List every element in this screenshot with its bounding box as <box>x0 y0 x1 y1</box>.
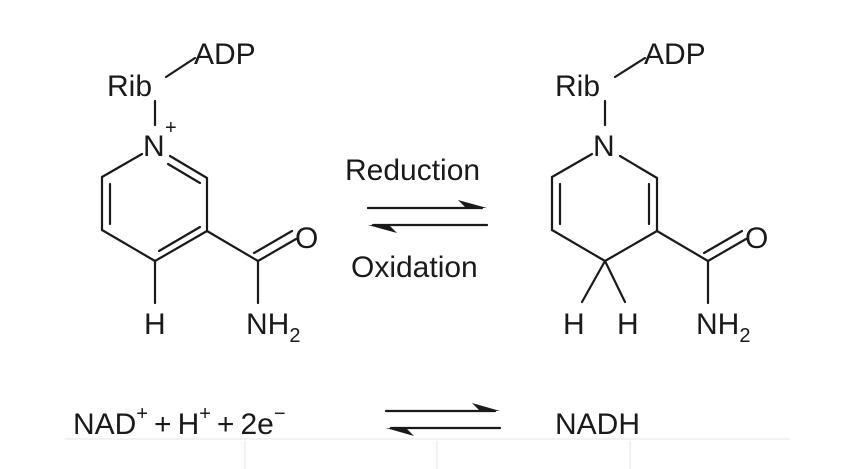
summary-equation: NAD++H++2e− NADH <box>73 403 640 441</box>
amine-label: NH2 <box>246 308 300 347</box>
nadh-structure: Rib ADP N H H O NH2 <box>550 38 768 347</box>
equation-product: NADH <box>555 408 640 441</box>
pyridinium-ring <box>100 152 209 263</box>
amine-label: NH2 <box>696 308 750 347</box>
hydrogen-label: H <box>144 308 166 341</box>
adp-label: ADP <box>644 38 706 71</box>
nad-plus-structure: Rib ADP N + H O NH2 <box>100 38 318 347</box>
adp-label: ADP <box>194 38 256 71</box>
hydrogen-label-1: H <box>563 308 585 341</box>
carbonyl-double-bond <box>256 237 298 263</box>
charge-plus: + <box>165 117 177 139</box>
equation-reactants: NAD++H++2e− <box>73 403 286 441</box>
c4-h-bond-1 <box>580 259 607 304</box>
oxygen-label: O <box>745 222 768 255</box>
nitrogen-label: N <box>593 130 615 163</box>
rib-adp-bond <box>164 56 197 79</box>
c3-carbonyl-bond <box>655 229 710 263</box>
background-grid-lines <box>65 438 790 469</box>
c4-h-bond-2 <box>603 259 627 304</box>
oxidation-label: Oxidation <box>351 251 478 284</box>
reduction-label: Reduction <box>345 154 480 187</box>
oxygen-label: O <box>295 222 318 255</box>
rib-adp-bond <box>613 56 647 79</box>
nitrogen-label: N <box>143 130 165 163</box>
redox-arrows: Reduction Oxidation <box>345 154 489 284</box>
rib-label: Rib <box>555 70 600 103</box>
c3-carbonyl-bond <box>205 229 260 263</box>
hydrogen-label-2: H <box>617 308 639 341</box>
carbonyl-double-bond <box>706 237 748 263</box>
dihydropyridine-ring <box>550 152 659 263</box>
rib-label: Rib <box>107 70 152 103</box>
